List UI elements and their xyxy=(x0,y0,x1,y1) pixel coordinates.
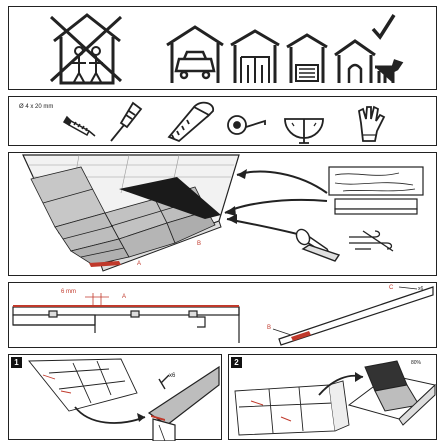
garage-icon xyxy=(166,25,224,83)
label-a: A xyxy=(137,261,142,267)
step-2-panel: 2 80% xyxy=(228,354,437,440)
step-1-panel: 1 x6 xyxy=(8,354,222,441)
screw-icon xyxy=(62,115,96,137)
gap-dimension: 6 mm xyxy=(61,289,76,295)
roofing-felt xyxy=(119,177,221,219)
wood-board-icon xyxy=(328,166,424,196)
checkmark-icon xyxy=(371,14,396,40)
detail-label-b: B xyxy=(267,325,272,331)
usage-illustration xyxy=(49,13,404,85)
edge-detail-panel: 6 mm A B C x6 xyxy=(8,282,437,348)
usage-panel xyxy=(8,6,437,90)
tools-panel: Ø 4 x 20 mm xyxy=(8,96,437,146)
pergola-icon xyxy=(230,29,280,83)
red-edge-strip xyxy=(13,305,239,307)
screwdriver-icon xyxy=(110,101,143,142)
tape-measure-icon xyxy=(227,115,266,135)
step-1-count: x6 xyxy=(169,373,176,379)
tools-illustration xyxy=(62,101,386,144)
detail-label-c: C xyxy=(389,285,394,291)
detail-count: x6 xyxy=(418,286,424,292)
roof-illustration xyxy=(22,154,424,272)
detail-label-a: A xyxy=(122,294,127,300)
edge-profile-icon xyxy=(334,198,418,215)
step-1-illustration xyxy=(28,358,220,441)
label-b: B xyxy=(197,241,202,247)
edge-detail-illustration xyxy=(12,286,434,346)
step-2-number: 2 xyxy=(231,357,242,368)
step-2-size: 80% xyxy=(411,360,422,366)
house-x-icon xyxy=(49,13,123,85)
wind-icon xyxy=(349,230,394,252)
saw-icon xyxy=(167,101,214,143)
felt-roll-icon xyxy=(295,228,341,262)
protractor-icon xyxy=(284,118,324,144)
woodshed-icon xyxy=(286,33,328,83)
step-2-illustration xyxy=(234,360,437,436)
screw-spec: Ø 4 x 20 mm xyxy=(19,104,54,110)
gloves-icon xyxy=(358,105,386,142)
step-1-number: 1 xyxy=(11,357,22,368)
doghouse-icon xyxy=(334,39,404,83)
roof-overview-panel: A B xyxy=(8,152,437,276)
drip-edge-a xyxy=(89,261,121,267)
